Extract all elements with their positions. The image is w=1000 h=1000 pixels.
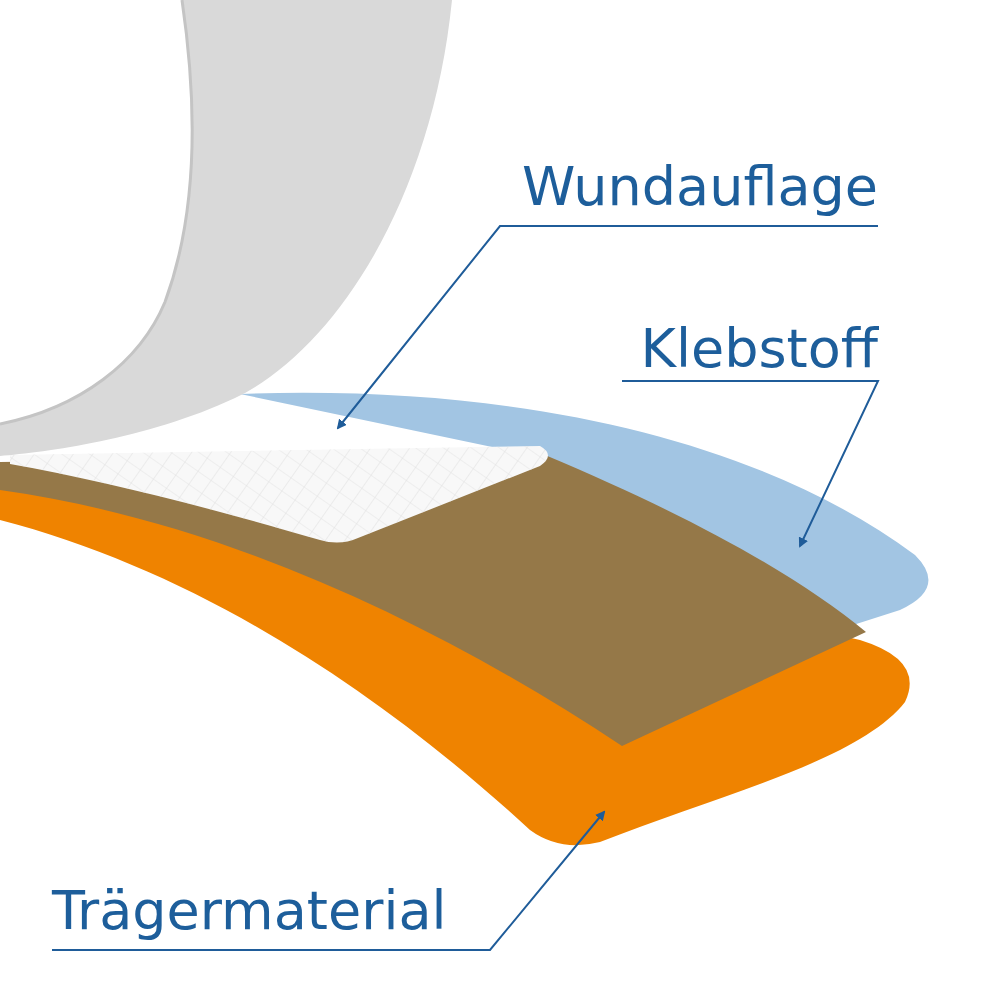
release-liner [0,0,452,456]
release-liner-edge [0,0,192,424]
part-label: Trägermaterial [52,884,446,938]
wound-pad [10,446,548,543]
leader-line [338,226,878,428]
wound-pad-texture [10,446,548,543]
leader-line [52,812,604,950]
part-label: Wundauflage [522,160,878,214]
part-label: Klebstoff [641,322,878,376]
leader-line [622,381,878,546]
